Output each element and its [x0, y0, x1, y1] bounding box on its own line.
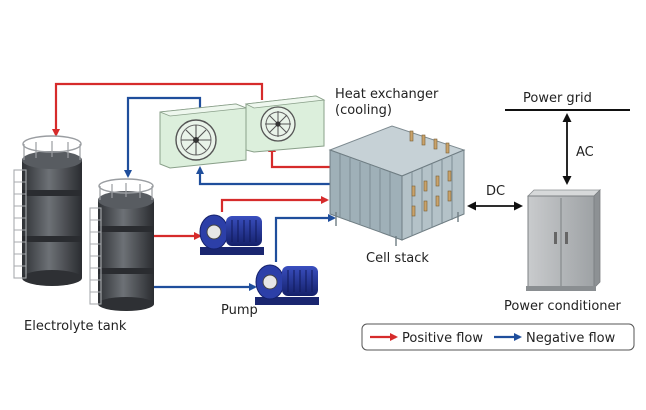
ac-label: AC	[576, 145, 594, 160]
heat-exchanger-unit-left	[159, 103, 247, 169]
positive-flow-pipe-top	[52, 82, 264, 137]
heat-exchanger-label: Heat exchanger	[335, 87, 439, 102]
pump-label: Pump	[221, 303, 258, 318]
electrolyte-tank-right	[89, 178, 154, 311]
power-grid-label: Power grid	[523, 91, 592, 106]
heat-exchanger-unit-right	[244, 95, 326, 153]
electrolyte-tank-left	[13, 135, 82, 286]
negative-flow-pipe-stack-to-hx	[196, 166, 330, 186]
heat-exchanger-sublabel: (cooling)	[335, 103, 392, 118]
electrolyte-tank-label: Electrolyte tank	[24, 319, 127, 334]
negative-flow-pipe-pump-to-stack	[274, 214, 336, 262]
cell-stack-label: Cell stack	[366, 251, 429, 266]
legend-negative-label: Negative flow	[526, 331, 616, 346]
pump-negative	[255, 264, 319, 305]
legend: Positive flow Negative flow	[361, 323, 635, 351]
cell-stack	[328, 125, 466, 246]
power-conditioner-label: Power conditioner	[504, 299, 622, 314]
legend-positive-label: Positive flow	[402, 331, 483, 346]
power-conditioner-cabinet	[526, 189, 601, 291]
positive-flow-pipe-stack-to-hx	[268, 144, 330, 169]
negative-flow-pipe-top	[124, 96, 202, 178]
dc-label: DC	[486, 184, 505, 199]
positive-flow-pipe-pump-to-stack	[220, 196, 329, 212]
pump-positive	[199, 214, 264, 255]
